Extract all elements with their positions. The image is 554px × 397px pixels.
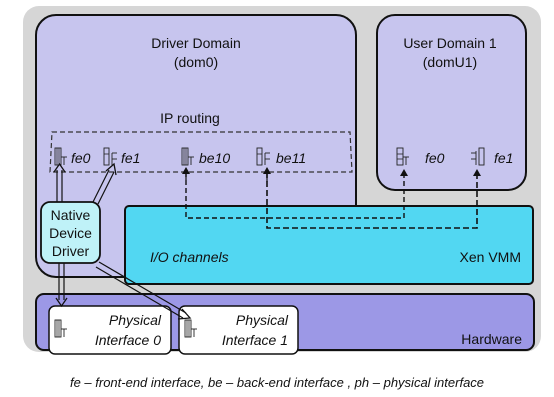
native-driver-line1: Native — [51, 207, 91, 223]
user-fe0-label: fe0 — [425, 150, 445, 166]
physical-interface-0-icon — [54, 319, 67, 338]
hardware-label: Hardware — [461, 331, 522, 347]
driver-domain-title: Driver Domain — [151, 35, 240, 51]
legend-caption: fe – front-end interface, be – back-end … — [70, 375, 484, 390]
be10-label: be10 — [199, 150, 230, 166]
physical-interface-1-icon — [184, 319, 197, 338]
driver-to-phys0-arrow — [55, 263, 68, 308]
ip-routing-area — [49, 131, 353, 173]
native-driver-line3: Driver — [52, 243, 90, 259]
user-domain-subtitle: (domU1) — [423, 54, 477, 70]
user-domain-title: User Domain 1 — [403, 35, 497, 51]
physical-interface-0-box — [48, 305, 172, 355]
driver-to-fe1-arrow — [92, 162, 117, 205]
be11-interface-icon — [256, 147, 270, 166]
user-domain-box — [376, 14, 527, 191]
native-driver-line2: Device — [49, 225, 92, 241]
fe0-label: fe0 — [71, 150, 91, 166]
user-fe0-interface-icon — [396, 147, 409, 166]
xen-vmm-bar — [124, 205, 534, 285]
io-channel-be10-fe0 — [185, 169, 408, 219]
physical-interface-1-line2: Interface 1 — [222, 332, 288, 348]
physical-interface-0-line2: Interface 0 — [95, 332, 161, 348]
be10-interface-icon — [181, 147, 194, 166]
driver-to-phys1-arrow — [95, 261, 192, 320]
driver-domain-subtitle: (dom0) — [174, 54, 218, 70]
fe1-label: fe1 — [121, 150, 140, 166]
native-device-driver-box — [40, 201, 101, 264]
user-fe1-label: fe1 — [494, 150, 513, 166]
physical-interface-1-line1: Physical — [236, 312, 289, 328]
xen-vmm-label: Xen VMM — [460, 249, 521, 265]
driver-to-fe0-arrow — [53, 162, 66, 202]
ip-routing-label: IP routing — [160, 110, 220, 126]
user-fe1-interface-icon — [471, 147, 485, 166]
physical-interface-1-box — [178, 305, 299, 355]
fe1-interface-icon — [103, 147, 117, 166]
io-channel-be11-fe1 — [266, 169, 481, 229]
fe0-interface-icon — [54, 147, 67, 166]
be11-label: be11 — [276, 150, 306, 166]
physical-interface-0-line1: Physical — [109, 312, 162, 328]
io-channels-label: I/O channels — [150, 249, 229, 265]
